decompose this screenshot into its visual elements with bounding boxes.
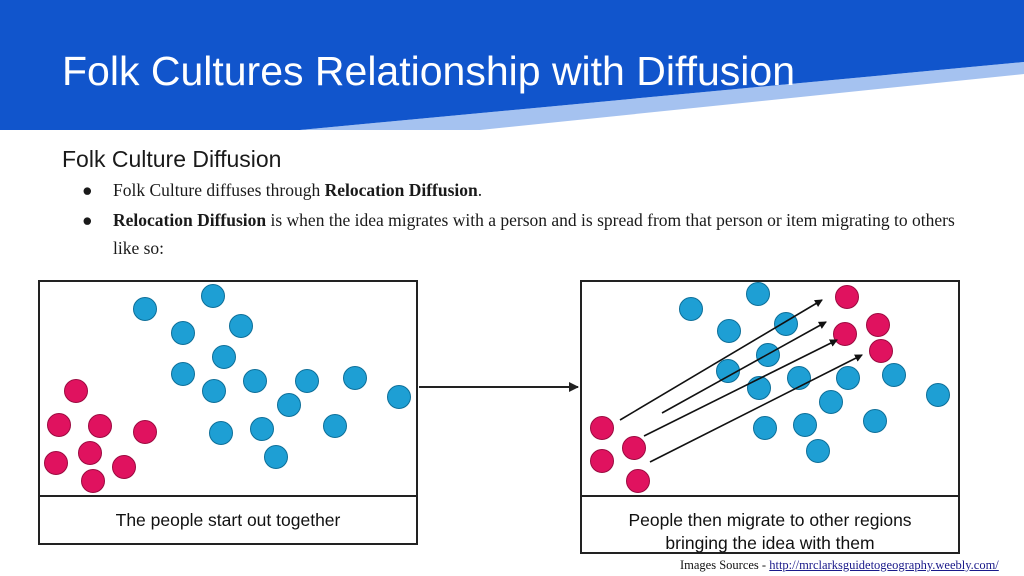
relocation-diffusion-diagram (38, 280, 960, 554)
bullet-dot-icon: ● (82, 210, 93, 230)
idea-carrier-dot (866, 313, 890, 337)
image-sources-credit: Images Sources - http://mrclarksguidetog… (680, 558, 999, 573)
bullet-dot-icon: ● (82, 180, 93, 200)
idea-carrier-dot (833, 322, 857, 346)
migration-arrow (649, 354, 863, 463)
migration-arrow (619, 299, 823, 421)
person-dot (243, 369, 267, 393)
before-other-people (133, 284, 411, 469)
bullet-text-end: is when the idea migrates with a person … (113, 210, 955, 258)
person-dot (819, 390, 843, 414)
person-dot (836, 366, 860, 390)
source-link[interactable]: http://mrclarksguidetogeography.weebly.c… (769, 558, 999, 572)
person-dot (343, 366, 367, 390)
idea-carrier-dot (835, 285, 859, 309)
slide-header: Folk Cultures Relationship with Diffusio… (0, 0, 1024, 130)
bullet-list: ● Folk Culture diffuses through Relocati… (72, 176, 972, 264)
bullet-text: Folk Culture diffuses through (113, 180, 325, 200)
slide-title: Folk Cultures Relationship with Diffusio… (62, 48, 796, 94)
person-dot (679, 297, 703, 321)
migration-arrow (661, 321, 827, 414)
person-dot (277, 393, 301, 417)
person-dot (753, 416, 777, 440)
person-dot (806, 439, 830, 463)
person-dot (717, 319, 741, 343)
idea-carrier-dot (78, 441, 102, 465)
bullet-item: ● Folk Culture diffuses through Relocati… (72, 176, 972, 204)
idea-carrier-dot (64, 379, 88, 403)
person-dot (209, 421, 233, 445)
bullet-bold-term: Relocation Diffusion (324, 180, 478, 200)
bullet-text-end: . (477, 180, 483, 200)
person-dot (716, 359, 740, 383)
person-dot (926, 383, 950, 407)
idea-carrier-dot (81, 469, 105, 493)
idea-carrier-dot (590, 449, 614, 473)
after-caption-line-2: bringing the idea with them (665, 533, 875, 553)
header-background (0, 0, 1024, 130)
person-dot (387, 385, 411, 409)
person-dot (171, 321, 195, 345)
person-dot (264, 445, 288, 469)
bullet-bold-term: Relocation Diffusion (113, 210, 267, 230)
person-dot (212, 345, 236, 369)
idea-carrier-dot (626, 469, 650, 493)
idea-carrier-dot (44, 451, 68, 475)
idea-carrier-dot (869, 339, 893, 363)
idea-carrier-dot (88, 414, 112, 438)
idea-carrier-dot (112, 455, 136, 479)
person-dot (882, 363, 906, 387)
section-heading: Folk Culture Diffusion (62, 146, 282, 172)
person-dot (323, 414, 347, 438)
idea-carrier-dot (590, 416, 614, 440)
bullet-item: ● Relocation Diffusion is when the idea … (72, 206, 972, 262)
person-dot (229, 314, 253, 338)
after-caption-line-1: People then migrate to other regions (628, 510, 912, 530)
migration-arrow (643, 339, 838, 437)
person-dot (295, 369, 319, 393)
idea-carrier-dot (622, 436, 646, 460)
person-dot (202, 379, 226, 403)
credit-prefix: Images Sources - (680, 558, 770, 572)
person-dot (746, 282, 770, 306)
person-dot (133, 297, 157, 321)
after-panel (580, 280, 960, 554)
migration-arrows (619, 299, 863, 463)
after-idea-carriers (590, 285, 893, 493)
after-other-people (679, 282, 950, 463)
after-caption: People then migrate to other regions bri… (583, 509, 957, 555)
person-dot (171, 362, 195, 386)
idea-carrier-dot (47, 413, 71, 437)
before-caption: The people start out together (115, 510, 341, 530)
idea-carrier-dot (133, 420, 157, 444)
person-dot (747, 376, 771, 400)
person-dot (201, 284, 225, 308)
before-idea-carriers (44, 379, 157, 493)
person-dot (250, 417, 274, 441)
person-dot (863, 409, 887, 433)
before-panel (38, 280, 418, 545)
person-dot (793, 413, 817, 437)
